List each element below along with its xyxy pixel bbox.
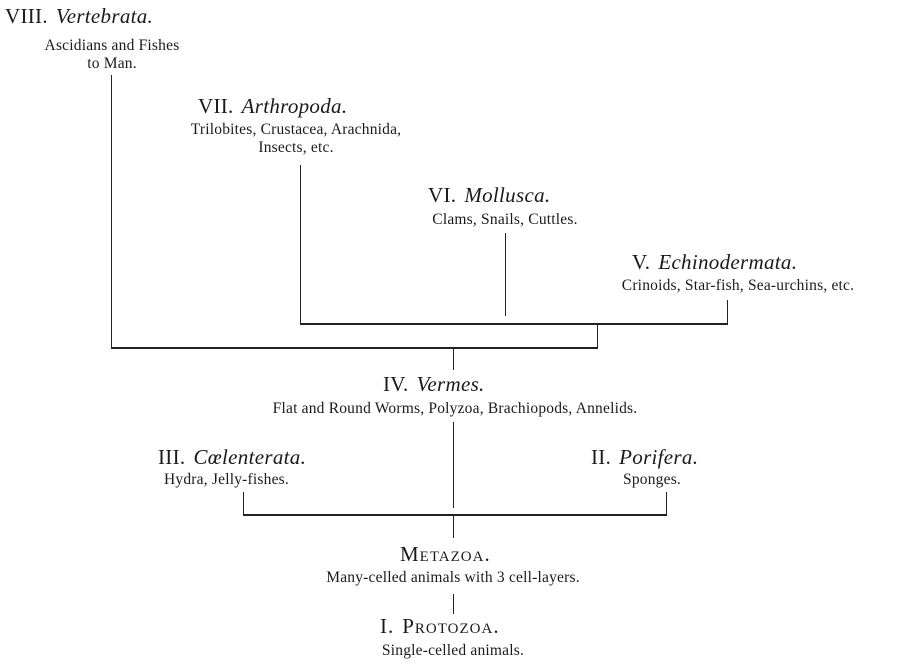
edge-coelenterata: [243, 492, 245, 515]
numeral: V.: [632, 250, 651, 274]
node-mollusca-desc: Clams, Snails, Cuttles.: [432, 211, 578, 228]
numeral: II.: [591, 445, 612, 469]
edge-inner-connector: [597, 324, 599, 349]
node-vertebrata-desc: Ascidians and Fishes to Man.: [14, 37, 210, 73]
desc-line: to Man.: [87, 55, 137, 72]
desc-line: Insects, etc.: [258, 139, 334, 156]
edge-inner-bar: [300, 323, 728, 325]
edge-outer-bar: [111, 347, 598, 349]
node-metazoa-title: Metazoa.: [400, 542, 491, 566]
node-mollusca-title: VI. Mollusca.: [428, 183, 550, 207]
taxon-name: Porifera.: [619, 445, 699, 469]
desc-line: Trilobites, Crustacea, Arachnida,: [190, 121, 402, 138]
taxon-name: Cœlenterata.: [193, 445, 307, 469]
numeral: VII.: [198, 94, 234, 118]
node-protozoa-desc: Single-celled animals.: [381, 642, 525, 659]
node-metazoa-desc: Many-celled animals with 3 cell-layers.: [326, 569, 580, 586]
edge-metazoa: [453, 515, 455, 538]
edge-protozoa: [453, 594, 455, 614]
node-porifera-title: II. Porifera.: [591, 445, 698, 469]
node-arthropoda-title: VII. Arthropoda.: [198, 94, 347, 118]
edge-mollusca: [505, 233, 507, 316]
node-protozoa-title: I. Protozoa.: [380, 614, 500, 638]
edge-vermes-trunk: [453, 422, 455, 508]
node-coelenterata-desc: Hydra, Jelly-fishes.: [164, 471, 289, 488]
node-echinodermata-title: V. Echinodermata.: [632, 250, 797, 274]
edge-arthropoda: [300, 165, 302, 325]
node-vermes-title: IV. Vermes.: [383, 372, 485, 396]
node-vertebrata-title: VIII. Vertebrata.: [5, 4, 153, 28]
numeral: IV.: [383, 372, 409, 396]
taxon-name: Protozoa.: [402, 614, 500, 638]
edge-echinodermata: [727, 300, 729, 325]
taxon-name: Arthropoda.: [241, 94, 348, 118]
numeral: VIII.: [5, 4, 48, 28]
desc-line: Ascidians and Fishes: [44, 37, 180, 54]
node-coelenterata-title: III. Cœlenterata.: [158, 445, 306, 469]
numeral: VI.: [428, 183, 457, 207]
taxon-name: Vertebrata.: [55, 4, 154, 28]
taxon-name: Metazoa.: [400, 542, 491, 566]
node-vermes-desc: Flat and Round Worms, Polyzoa, Brachiopo…: [272, 400, 638, 417]
node-echinodermata-desc: Crinoids, Star-fish, Sea-urchins, etc.: [621, 277, 855, 294]
numeral: I.: [380, 614, 395, 638]
node-arthropoda-desc: Trilobites, Crustacea, Arachnida, Insect…: [146, 121, 446, 157]
node-porifera-desc: Sponges.: [623, 471, 682, 488]
edge-vermes-up: [453, 348, 455, 370]
edge-lower-bar: [243, 514, 667, 516]
edge-vertebrata: [111, 75, 113, 349]
numeral: III.: [158, 445, 186, 469]
taxon-name: Vermes.: [416, 372, 485, 396]
taxon-name: Echinodermata.: [658, 250, 798, 274]
edge-porifera: [666, 492, 668, 515]
taxon-name: Mollusca.: [464, 183, 551, 207]
